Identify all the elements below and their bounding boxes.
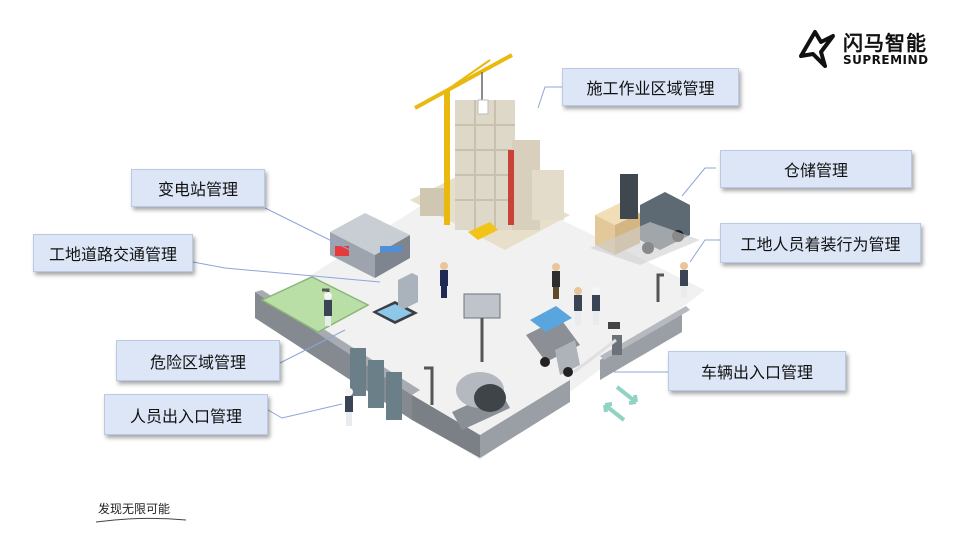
turnstile-gate xyxy=(350,348,402,420)
label-road-traffic: 工地道路交通管理 xyxy=(33,234,193,272)
label-warehouse: 仓储管理 xyxy=(720,150,912,188)
label-vehicle-gate: 车辆出入口管理 xyxy=(668,351,846,391)
logo-name-cn: 闪马智能 xyxy=(843,31,927,55)
billboard xyxy=(463,293,501,362)
slogan-underline xyxy=(96,517,186,523)
danger-zone-area xyxy=(260,276,370,333)
substation-building xyxy=(330,213,410,278)
tower-crane xyxy=(414,53,513,225)
logo-mark-icon xyxy=(799,30,835,68)
label-danger-zone: 危险区域管理 xyxy=(116,340,280,381)
truck xyxy=(526,306,580,377)
footer-slogan: 发现无限可能 xyxy=(98,502,171,516)
ventilation-fan xyxy=(452,372,510,430)
workers xyxy=(324,262,688,426)
label-worker-behavior: 工地人员着装行为管理 xyxy=(720,223,921,263)
connector-lines xyxy=(192,86,720,419)
entry-exit-arrows-icon xyxy=(603,385,638,422)
logo-name-en: SUPREMIND xyxy=(843,53,929,67)
label-substation: 变电站管理 xyxy=(131,169,265,207)
label-personnel-gate: 人员出入口管理 xyxy=(104,394,268,435)
brand-logo: 闪马智能 SUPREMIND xyxy=(795,26,945,72)
vehicle-gate-barrier xyxy=(573,322,622,374)
label-construction-area: 施工作业区域管理 xyxy=(562,68,739,106)
